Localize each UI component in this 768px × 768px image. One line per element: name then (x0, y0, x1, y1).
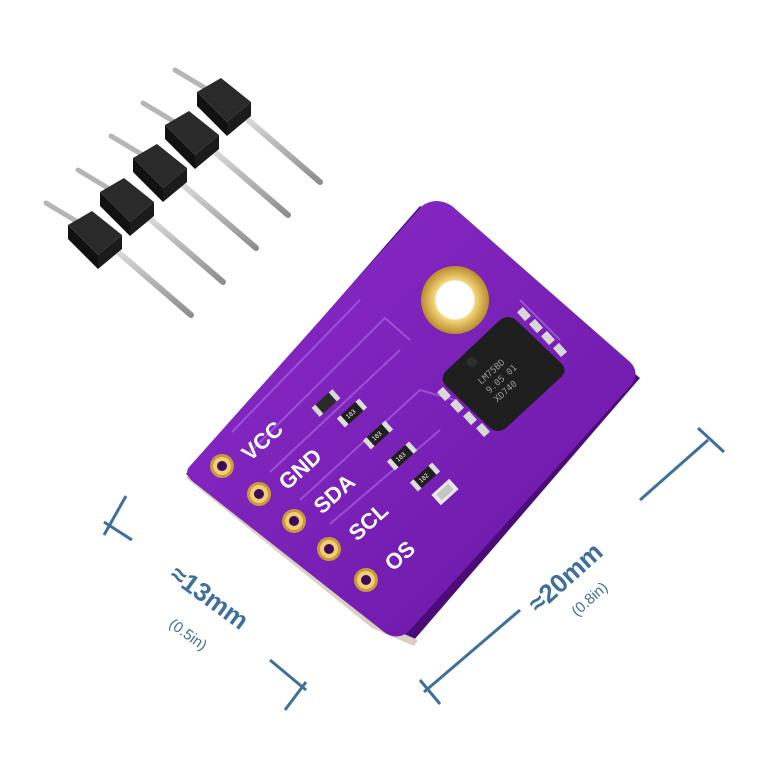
gold-pad (282, 509, 306, 533)
length-dimension-label: ≈20mm (522, 536, 609, 618)
dimension-width (102, 495, 308, 711)
gold-pad (247, 482, 271, 506)
gold-pad (317, 537, 341, 561)
pin-header (43, 67, 323, 318)
width-dimension-sub: (0.5in) (166, 615, 210, 654)
pin-pads (210, 454, 378, 592)
gold-pad (354, 568, 378, 592)
lm75-chip: LM75BD 9.05 01 XD740 (437, 306, 567, 438)
header-pin (43, 200, 194, 318)
header-pin (172, 67, 323, 185)
header-pin (140, 100, 291, 218)
sensor-board: LM75BD 9.05 01 XD740 103 103 (186, 201, 640, 646)
gold-pad (210, 454, 234, 478)
smd-components: 103 103 103 102 (311, 389, 459, 506)
header-pin (75, 167, 226, 285)
header-pin (108, 133, 259, 251)
dimension-length (418, 426, 726, 705)
